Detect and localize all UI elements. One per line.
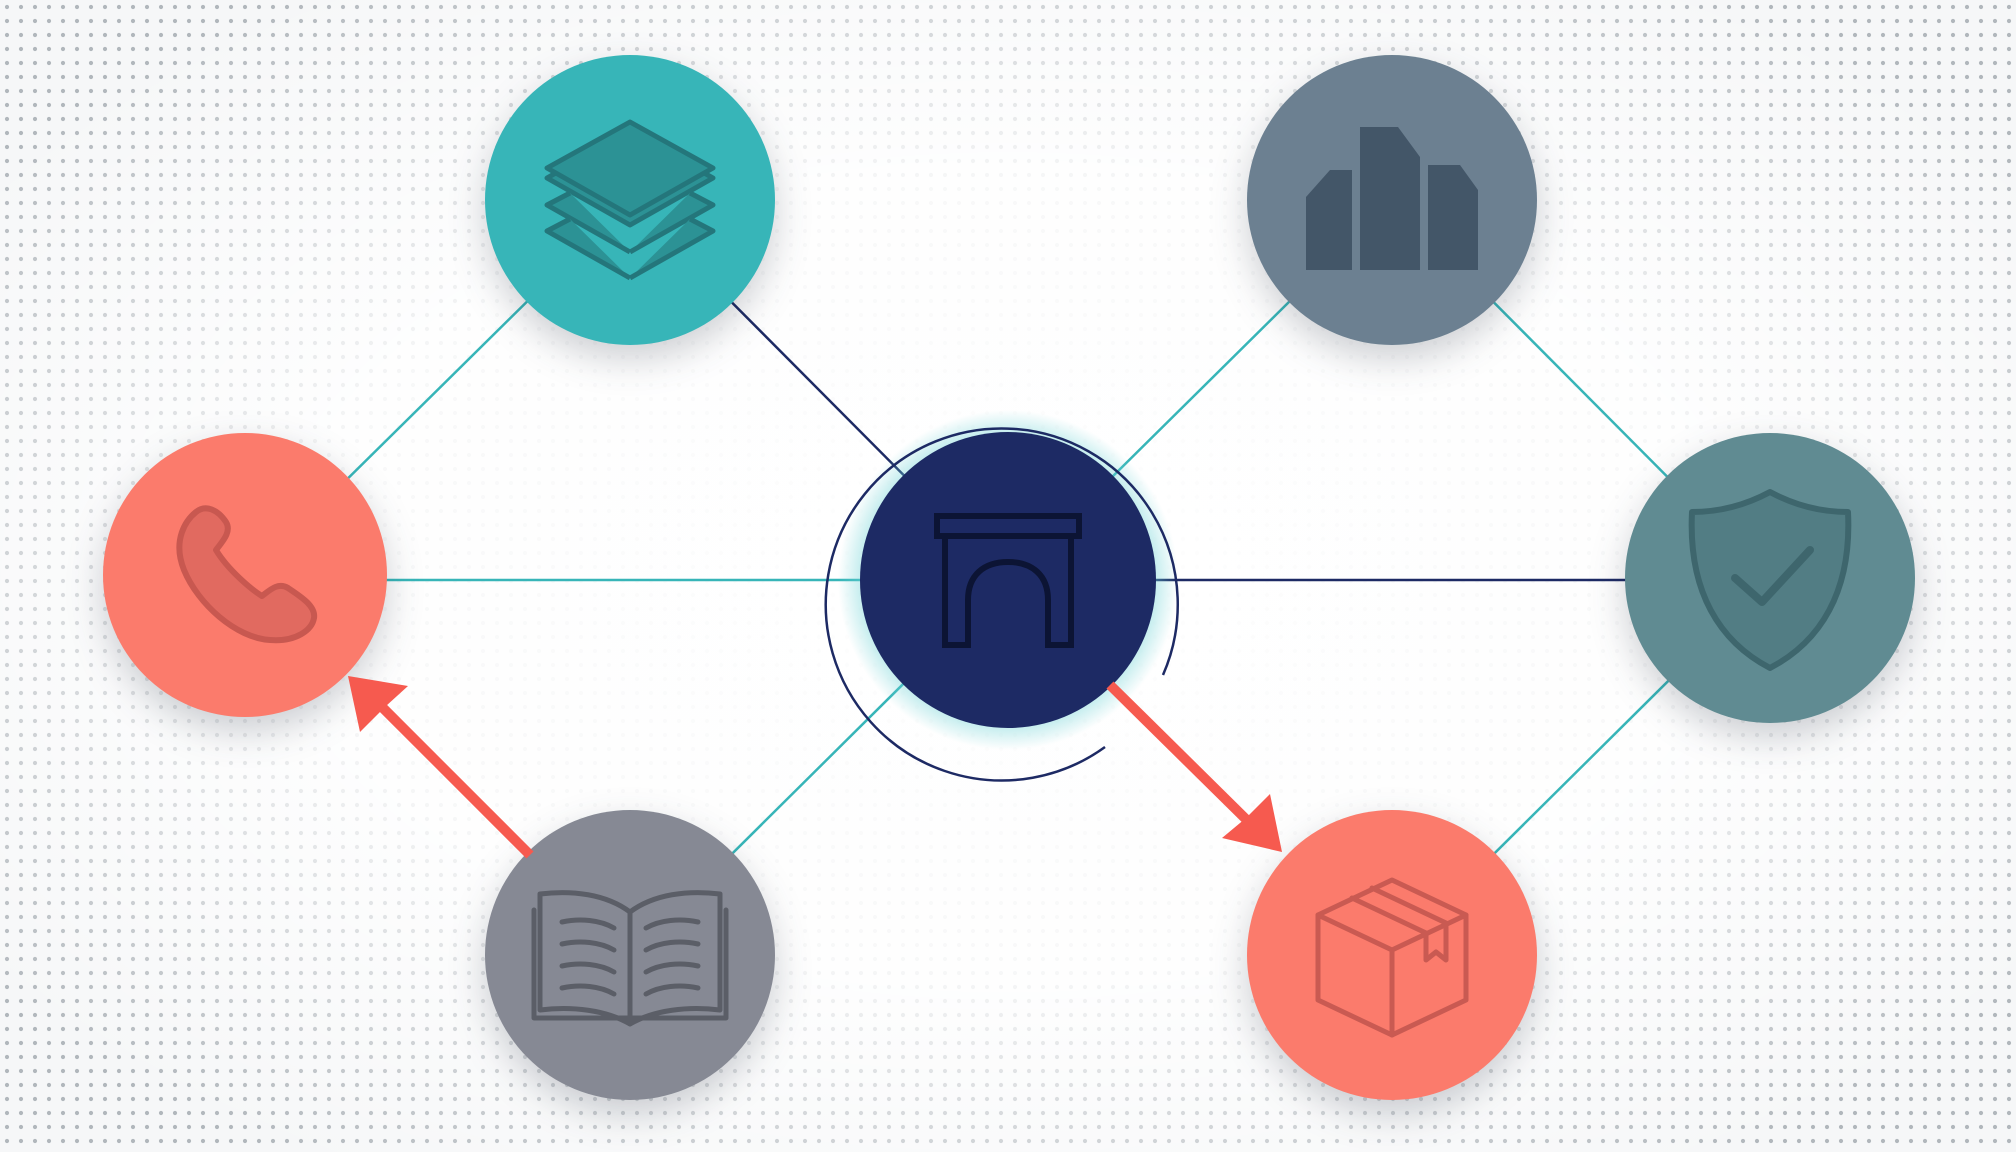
- node-shield[interactable]: [1625, 433, 1915, 723]
- shield-checkmark: [1731, 546, 1814, 606]
- node-phone[interactable]: [103, 433, 387, 717]
- hub-orbit-ring: [824, 427, 1179, 782]
- buildings-icon: [1306, 127, 1478, 270]
- arrow-book-to-phone: [348, 676, 534, 859]
- node-phone-circle: [103, 433, 387, 717]
- node-book[interactable]: [485, 810, 775, 1100]
- node-buildings[interactable]: [1247, 55, 1537, 345]
- gateway-arch-icon: [934, 513, 1082, 648]
- package-box-icon: [1315, 877, 1469, 1038]
- shield-check-icon: [1688, 489, 1852, 671]
- arrow-hub-to-package: [1106, 681, 1282, 852]
- open-book-icon: [531, 890, 729, 1027]
- node-package[interactable]: [1247, 810, 1537, 1100]
- node-hub-circle: [860, 432, 1156, 728]
- phone-icon: [176, 505, 318, 644]
- flow-arrows: [348, 676, 1282, 859]
- layers-stack-icon: [544, 119, 716, 281]
- node-layers[interactable]: [485, 55, 775, 345]
- node-hub[interactable]: [860, 432, 1156, 728]
